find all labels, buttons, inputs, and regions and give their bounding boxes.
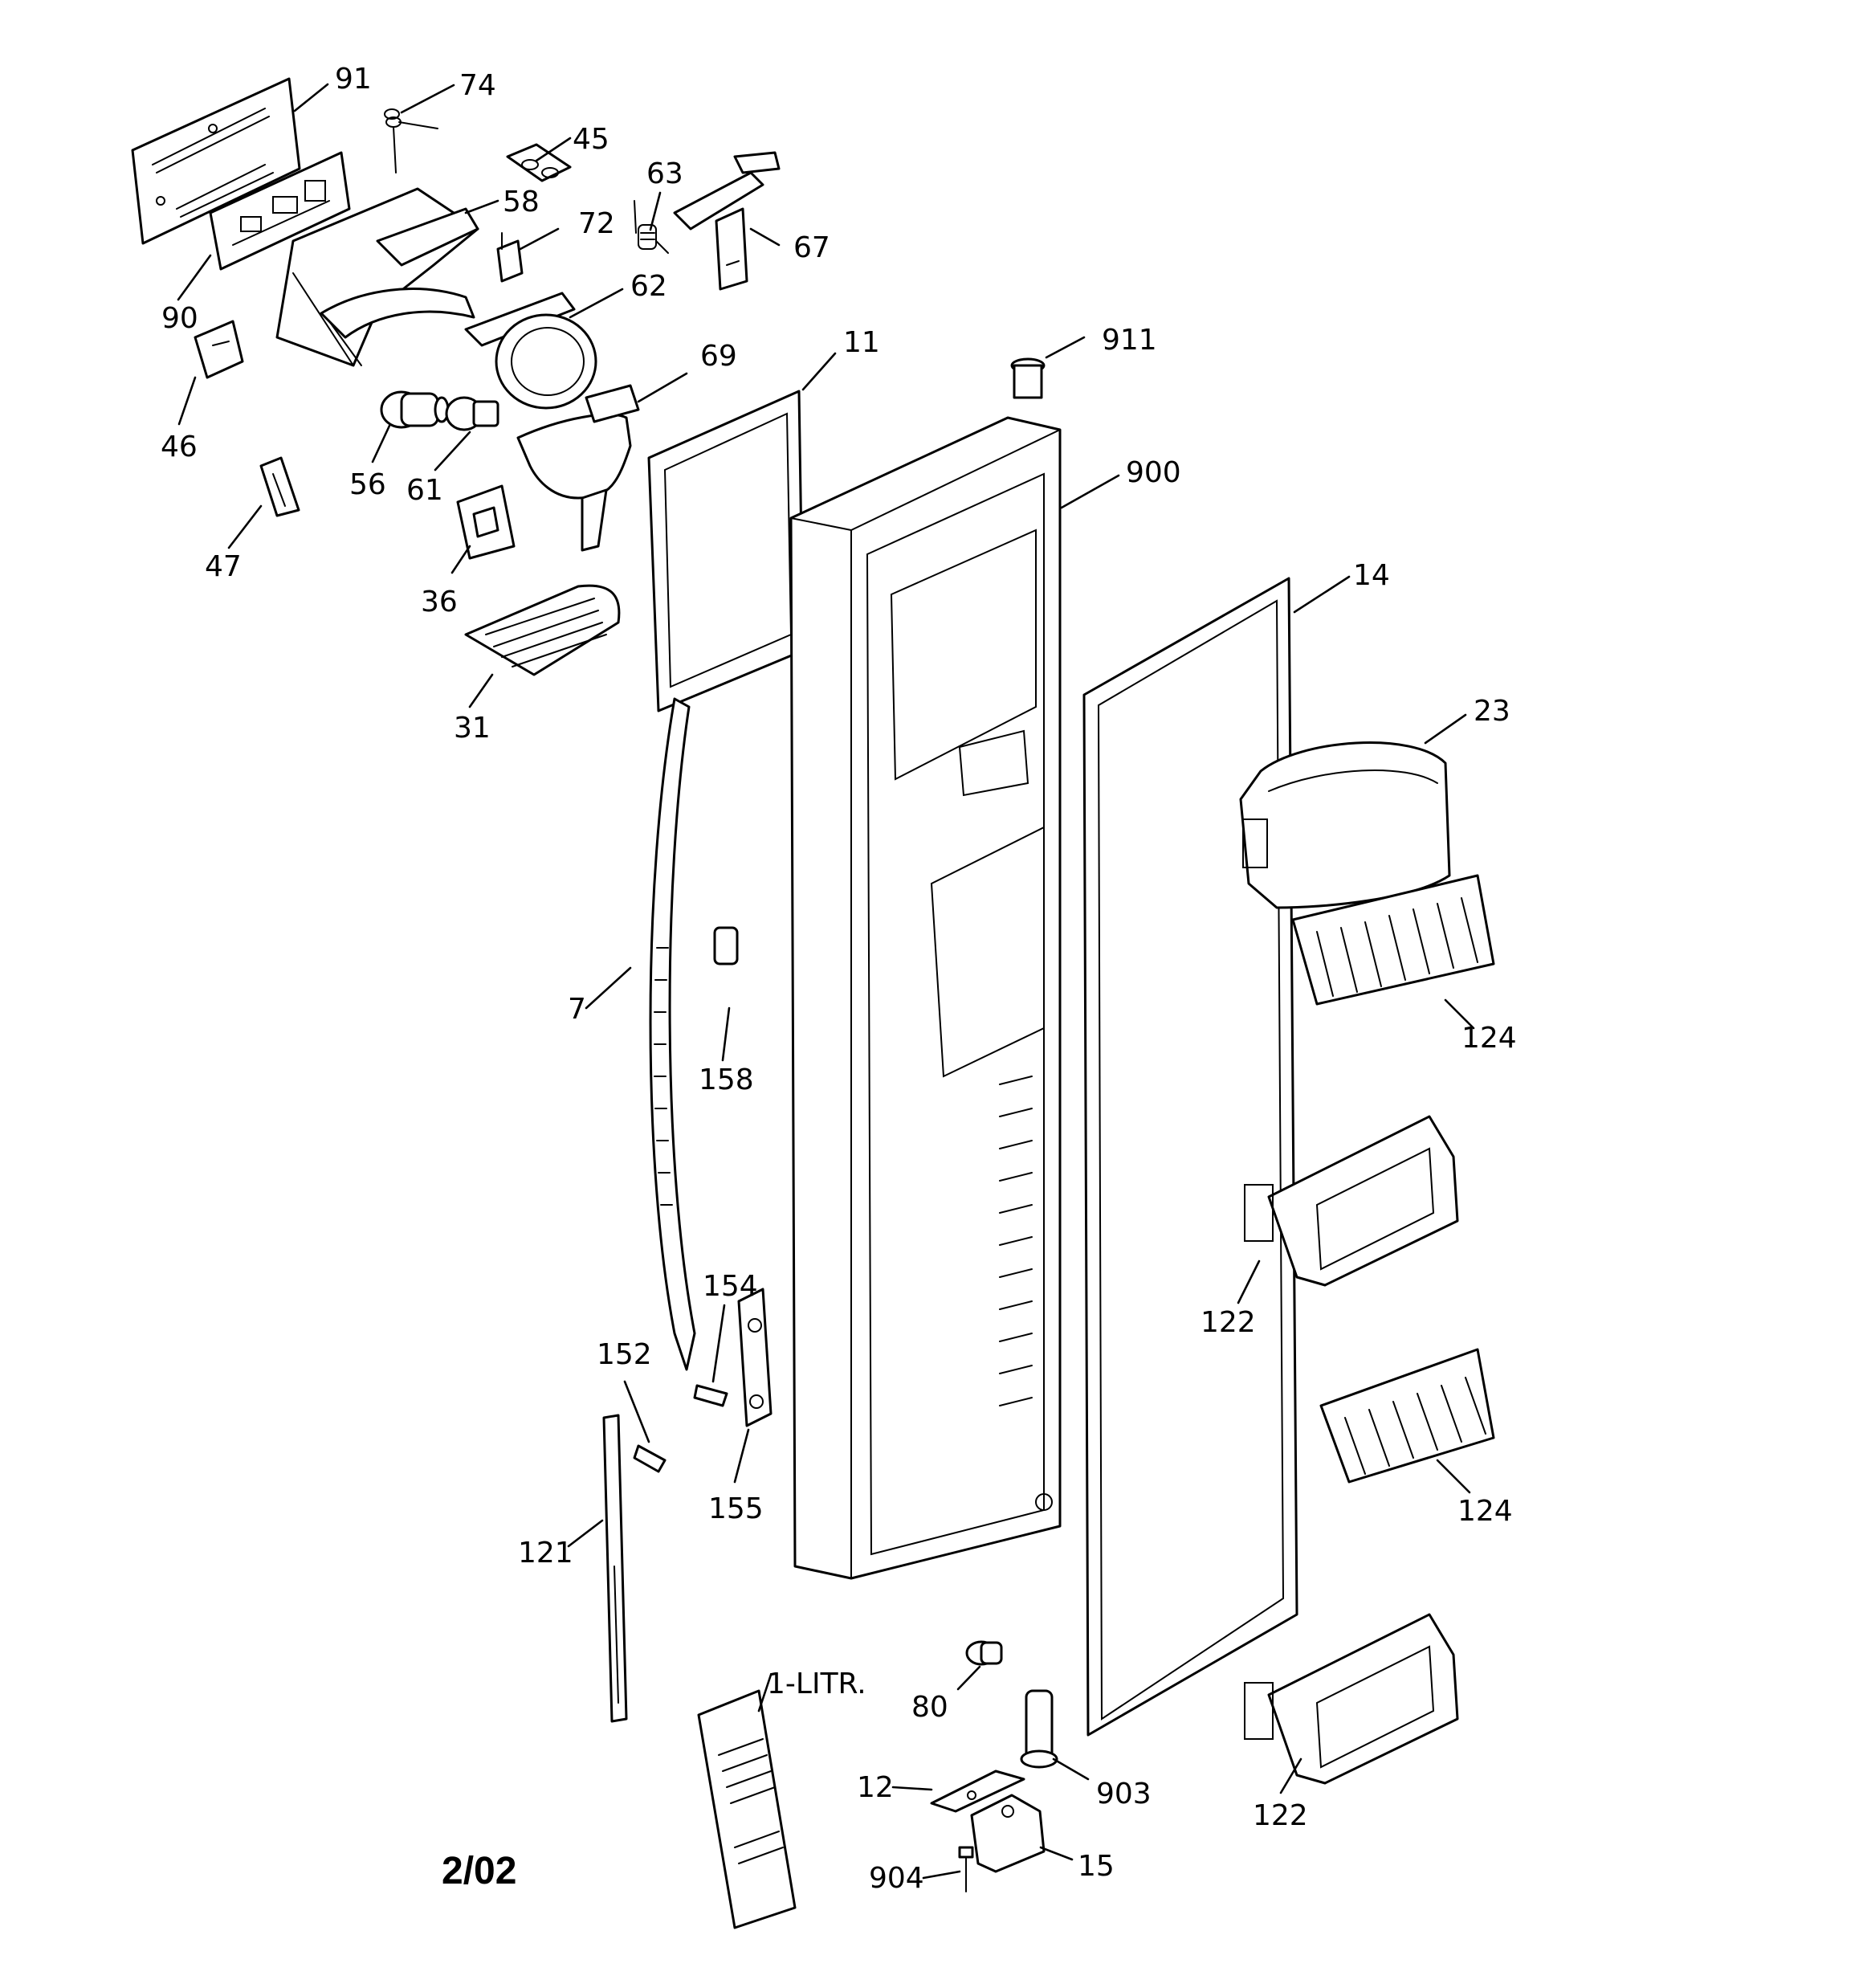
callout-47: 47 [205,550,242,583]
part-90-control-board [209,151,351,271]
part-62-crusher-ring [464,292,597,410]
callout-903: 903 [1096,1778,1152,1810]
callout-122-lower: 122 [1253,1799,1308,1832]
callout-61: 61 [406,474,443,507]
part-121-trim-strip [602,1414,628,1723]
callout-46: 46 [161,431,198,463]
part-45-bracket [506,143,572,182]
part-literature-package [697,1689,797,1929]
callout-158: 158 [699,1063,754,1096]
callout-124-upper: 124 [1461,1022,1517,1055]
callout-12: 12 [857,1771,894,1804]
part-72-switch [496,232,524,283]
callout-15: 15 [1078,1850,1115,1883]
callout-63: 63 [646,157,683,190]
callout-23: 23 [1474,695,1510,728]
callout-80: 80 [911,1691,948,1724]
part-124-wire-basket-upper [1291,874,1495,1006]
callout-90: 90 [161,302,198,335]
part-155-hinge [737,1288,773,1427]
part-158-plug [713,926,739,965]
part-900-door [789,416,1062,1580]
part-23-door-bin [1239,741,1451,909]
callout-900: 900 [1126,456,1181,489]
part-74-spring [384,108,438,173]
callout-152: 152 [597,1338,652,1371]
part-122-door-bin-upper [1244,1115,1459,1287]
part-46-cap [194,320,244,379]
callout-36: 36 [421,586,458,618]
part-36-switch-assembly [456,484,516,560]
part-56-motor [380,390,450,429]
part-67-lever [673,151,781,291]
part-91-cover-plate [131,77,301,245]
part-31-grille [464,584,621,676]
part-12-hinge-plate [930,1770,1025,1813]
callout-154: 154 [703,1270,758,1303]
callout-31: 31 [454,712,491,745]
callout-14: 14 [1353,559,1390,592]
part-911-bushing [1010,357,1046,399]
part-11-dispenser-frame [647,390,805,712]
callout-67: 67 [793,231,830,264]
part-904-screw [958,1846,974,1892]
callout-122-upper: 122 [1201,1306,1256,1339]
part-47-clip [259,456,300,517]
callout-91: 91 [335,63,372,96]
callout-7: 7 [568,993,586,1026]
part-124-wire-basket-lower [1319,1348,1495,1484]
revision-date: 2/02 [442,1850,516,1892]
callout-69: 69 [700,340,737,373]
part-61-coupler [445,396,499,431]
part-7-door-handle [649,697,696,1371]
callout-155: 155 [708,1492,764,1525]
part-58-dispenser-housing [275,187,479,367]
callout-11: 11 [843,326,880,359]
callout-74: 74 [459,69,496,102]
part-152-screw [633,1444,667,1473]
part-80-cap [965,1640,1003,1666]
callout-124-lower: 124 [1457,1495,1513,1528]
part-154-screw [693,1384,728,1407]
part-14-door-gasket [1082,577,1298,1737]
callout-904: 904 [869,1862,924,1895]
part-903-hinge-pin [1020,1689,1058,1769]
callout-56: 56 [349,468,386,501]
part-63-spring [634,200,669,254]
callout-1-litr: 1-LITR. [767,1668,866,1700]
callout-45: 45 [573,123,609,156]
leader-lines [177,83,1475,1880]
callout-911: 911 [1102,324,1157,357]
callout-72: 72 [578,207,615,240]
part-15-hinge-bracket [970,1794,1046,1873]
callout-58: 58 [503,186,540,218]
part-122-door-bin-lower [1244,1613,1459,1785]
callout-121: 121 [518,1537,573,1570]
part-69-funnel [516,384,640,552]
callout-labels: 91 74 45 58 63 72 67 90 62 46 69 11 911 … [161,63,1517,1895]
callout-62: 62 [630,270,667,303]
